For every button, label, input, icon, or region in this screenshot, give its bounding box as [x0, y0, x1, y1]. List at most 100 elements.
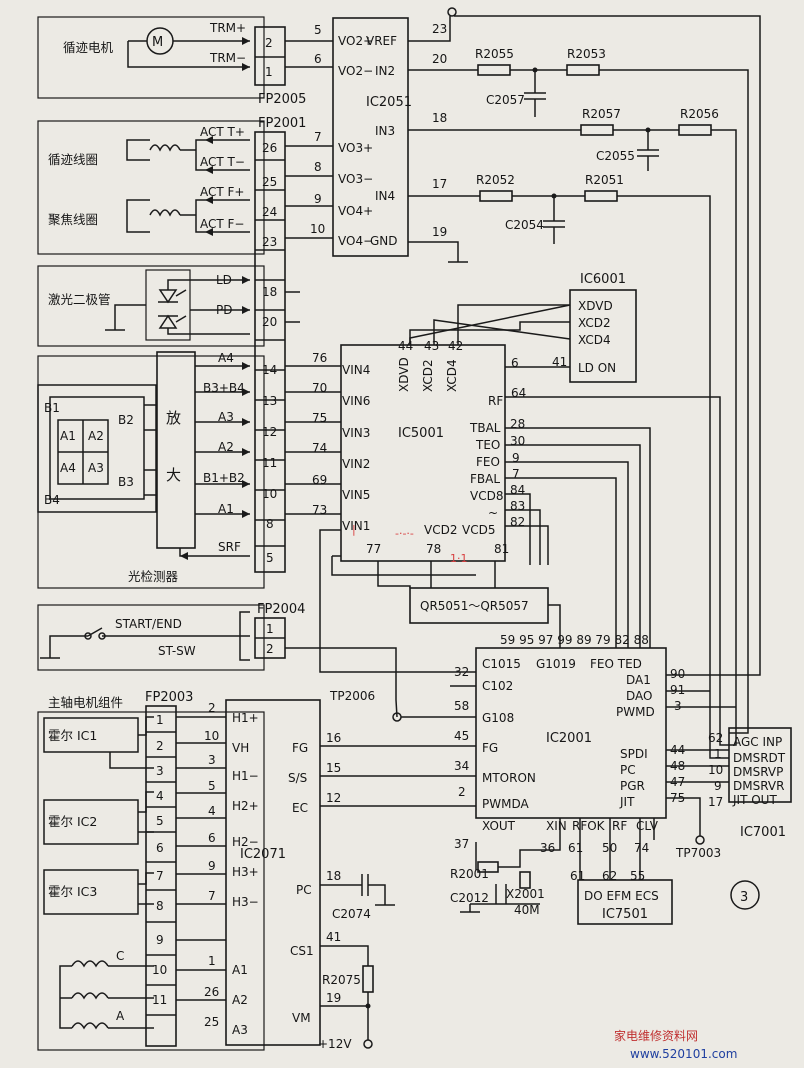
svg-text:30: 30 — [510, 434, 525, 448]
svg-text:FEO: FEO — [476, 455, 500, 469]
svg-text:PC: PC — [620, 763, 636, 777]
svg-text:B4: B4 — [44, 493, 60, 507]
svg-text:霍尔 IC1: 霍尔 IC1 — [48, 728, 97, 743]
svg-text:3: 3 — [208, 753, 216, 767]
svg-text:9: 9 — [314, 192, 322, 206]
svg-text:5: 5 — [156, 814, 164, 828]
tracking-motor-block: M 循迹电机 TRM+ TRM− — [37, 16, 265, 99]
ic5001: VIN4 VIN6 VIN3 VIN2 VIN5 VIN1 76 70 75 7… — [285, 339, 526, 565]
svg-text:7: 7 — [314, 130, 322, 144]
svg-text:RF: RF — [612, 819, 627, 833]
svg-text:36: 36 — [540, 841, 555, 855]
laser-diode-block: 激光二极管 LD PD — [37, 265, 265, 347]
svg-text:LD: LD — [216, 273, 232, 287]
svg-text:R2055: R2055 — [475, 47, 514, 61]
svg-text:CS1: CS1 — [290, 944, 314, 958]
svg-text:1: 1 — [265, 65, 273, 79]
svg-text:18: 18 — [432, 111, 447, 125]
svg-text:4: 4 — [208, 804, 216, 818]
svg-text:聚焦线圈: 聚焦线圈 — [48, 212, 98, 227]
svg-text:R2075: R2075 — [322, 973, 361, 987]
svg-text:~: ~ — [488, 506, 498, 520]
ic2051: VO2+ VO2− VO3+ VO3− VO4+ VO4− VREF IN2 I… — [310, 17, 447, 257]
svg-text:26: 26 — [204, 985, 219, 999]
svg-text:IC7501: IC7501 — [602, 907, 648, 922]
svg-text:XCD4: XCD4 — [578, 333, 611, 347]
svg-text:74: 74 — [312, 441, 327, 455]
svg-text:VO2−: VO2− — [338, 64, 373, 78]
svg-text:H1+: H1+ — [232, 711, 259, 725]
svg-text:18: 18 — [262, 285, 277, 299]
svg-text:41: 41 — [326, 930, 341, 944]
svg-text:5: 5 — [314, 23, 322, 37]
svg-text:CLV: CLV — [636, 819, 659, 833]
svg-text:M: M — [152, 35, 163, 50]
svg-text:+12V: +12V — [318, 1037, 352, 1051]
svg-text:4: 4 — [156, 789, 164, 803]
svg-text:VO3+: VO3+ — [338, 141, 373, 155]
svg-text:7: 7 — [512, 467, 520, 481]
svg-text:C2012: C2012 — [450, 891, 489, 905]
svg-text:RFOK: RFOK — [572, 819, 606, 833]
svg-text:16: 16 — [326, 731, 341, 745]
svg-text:ACT F−: ACT F− — [200, 217, 244, 231]
svg-text:放: 放 — [166, 409, 181, 427]
svg-text:TP7003: TP7003 — [675, 846, 721, 860]
svg-text:6: 6 — [156, 841, 164, 855]
svg-text:FP2001: FP2001 — [258, 116, 306, 131]
svg-text:H1−: H1− — [232, 769, 259, 783]
svg-text:TP2006: TP2006 — [329, 689, 375, 703]
svg-text:IC2051: IC2051 — [366, 95, 412, 110]
svg-text:START/END: START/END — [115, 617, 182, 631]
svg-text:61: 61 — [568, 841, 583, 855]
svg-text:MTORON: MTORON — [482, 771, 536, 785]
svg-text:XCD2: XCD2 — [578, 316, 611, 330]
svg-text:43: 43 — [424, 339, 439, 353]
svg-text:S/S: S/S — [288, 771, 307, 785]
svg-text:2: 2 — [266, 642, 274, 656]
svg-text:6: 6 — [511, 356, 519, 370]
svg-text:14: 14 — [262, 363, 277, 377]
svg-text:A3: A3 — [218, 410, 234, 424]
svg-text:25: 25 — [204, 1015, 219, 1029]
svg-text:SPDI: SPDI — [620, 747, 648, 761]
svg-text:FG: FG — [292, 741, 308, 755]
svg-text:10: 10 — [310, 222, 325, 236]
svg-text:91: 91 — [670, 683, 685, 697]
svg-text:FG: FG — [482, 741, 498, 755]
svg-text:VO4−: VO4− — [338, 234, 373, 248]
svg-text:26: 26 — [262, 141, 277, 155]
svg-text:19: 19 — [432, 225, 447, 239]
svg-text:9: 9 — [714, 779, 722, 793]
svg-text:VCD5: VCD5 — [462, 523, 495, 537]
svg-text:13: 13 — [262, 394, 277, 408]
spindle-motor-assembly: 主轴电机组件 霍尔 IC1 霍尔 IC2 霍尔 IC3 C A — [37, 695, 265, 1051]
svg-text:PD: PD — [216, 303, 232, 317]
svg-text:23: 23 — [262, 235, 277, 249]
svg-text:DA1: DA1 — [626, 673, 651, 687]
svg-text:37: 37 — [454, 837, 469, 851]
svg-text:G108: G108 — [482, 711, 514, 725]
svg-text:10: 10 — [204, 729, 219, 743]
svg-text:17: 17 — [708, 795, 723, 809]
svg-text:IC6001: IC6001 — [580, 272, 626, 287]
svg-text:激光二极管: 激光二极管 — [48, 292, 111, 307]
svg-text:G1019: G1019 — [536, 657, 576, 671]
svg-text:|: | — [352, 523, 356, 536]
ic6001: IC6001 XDVD XCD2 XCD4 LD ON 41 — [409, 272, 637, 383]
svg-text:2: 2 — [265, 36, 273, 50]
crystal-network: R2001 X2001 40M C2012 — [450, 818, 561, 917]
svg-text:IN3: IN3 — [375, 124, 395, 138]
svg-text:23: 23 — [432, 22, 447, 36]
svg-text:IC5001: IC5001 — [398, 426, 444, 441]
svg-text:70: 70 — [312, 381, 327, 395]
svg-text:R2051: R2051 — [585, 173, 624, 187]
svg-text:59 95 97 99 89 79 82 88: 59 95 97 99 89 79 82 88 — [500, 633, 649, 647]
svg-text:1: 1 — [266, 622, 274, 636]
ic2001: 59 95 97 99 89 79 82 88 C1015 G1019 FEO … — [454, 633, 685, 855]
svg-text:3: 3 — [740, 890, 748, 905]
svg-text:DO EFM ECS: DO EFM ECS — [584, 889, 659, 903]
svg-text:82: 82 — [510, 515, 525, 529]
svg-text:X2001: X2001 — [506, 887, 545, 901]
